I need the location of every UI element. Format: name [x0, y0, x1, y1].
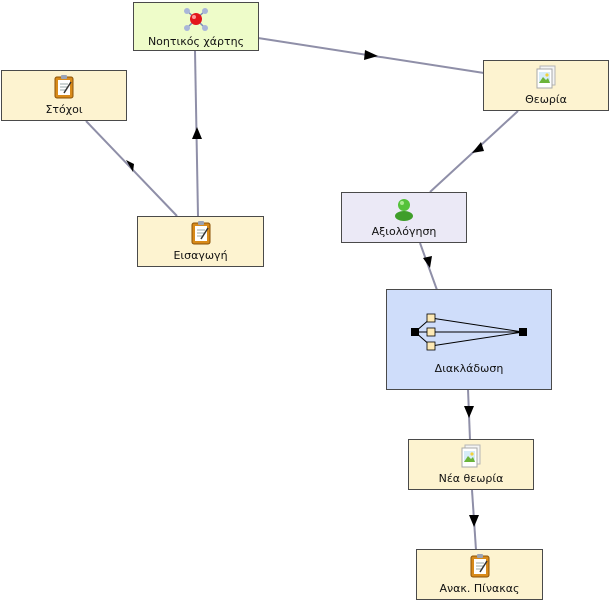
node-branching[interactable]: Διακλάδωση [386, 289, 552, 390]
node-assessment[interactable]: Αξιολόγηση [341, 192, 467, 243]
edge-goals-intro-arrow [126, 160, 134, 172]
node-goals[interactable]: Στόχοι [1, 70, 127, 121]
node-label: Στόχοι [45, 103, 83, 116]
person-icon [393, 197, 415, 221]
node-board[interactable]: Ανακ. Πίνακας [416, 549, 543, 600]
image-document-icon [535, 65, 557, 89]
edge-assessment-branching[interactable] [419, 242, 438, 291]
node-label: Ανακ. Πίνακας [439, 582, 520, 595]
notepad-icon [191, 221, 211, 245]
network-node-icon [183, 7, 209, 31]
notepad-icon [54, 75, 74, 99]
node-label: Διακλάδωση [434, 362, 504, 375]
branching-icon [411, 312, 527, 356]
node-mindmap[interactable]: Νοητικός χάρτης [133, 2, 259, 51]
image-document-icon [460, 444, 482, 468]
edge-assessment-branching-arrow [423, 256, 432, 268]
node-new-theory[interactable]: Νέα θεωρία [408, 439, 534, 490]
node-label: Νοητικός χάρτης [147, 35, 245, 48]
node-label: Νέα θεωρία [438, 472, 504, 485]
node-label: Θεωρία [525, 93, 567, 106]
edge-branching-newtheory-arrow [464, 406, 474, 418]
node-label: Αξιολόγηση [371, 225, 437, 238]
edge-newtheory-board-arrow [469, 515, 479, 527]
edge-mindmap-theory-arrow [364, 50, 378, 60]
notepad-icon [470, 554, 490, 578]
node-theory[interactable]: Θεωρία [483, 60, 609, 111]
node-intro[interactable]: Εισαγωγή [137, 216, 264, 267]
node-label: Εισαγωγή [173, 249, 228, 262]
edge-intro-mindmap-arrow [192, 127, 202, 139]
edge-theory-assessment-arrow [472, 142, 484, 153]
